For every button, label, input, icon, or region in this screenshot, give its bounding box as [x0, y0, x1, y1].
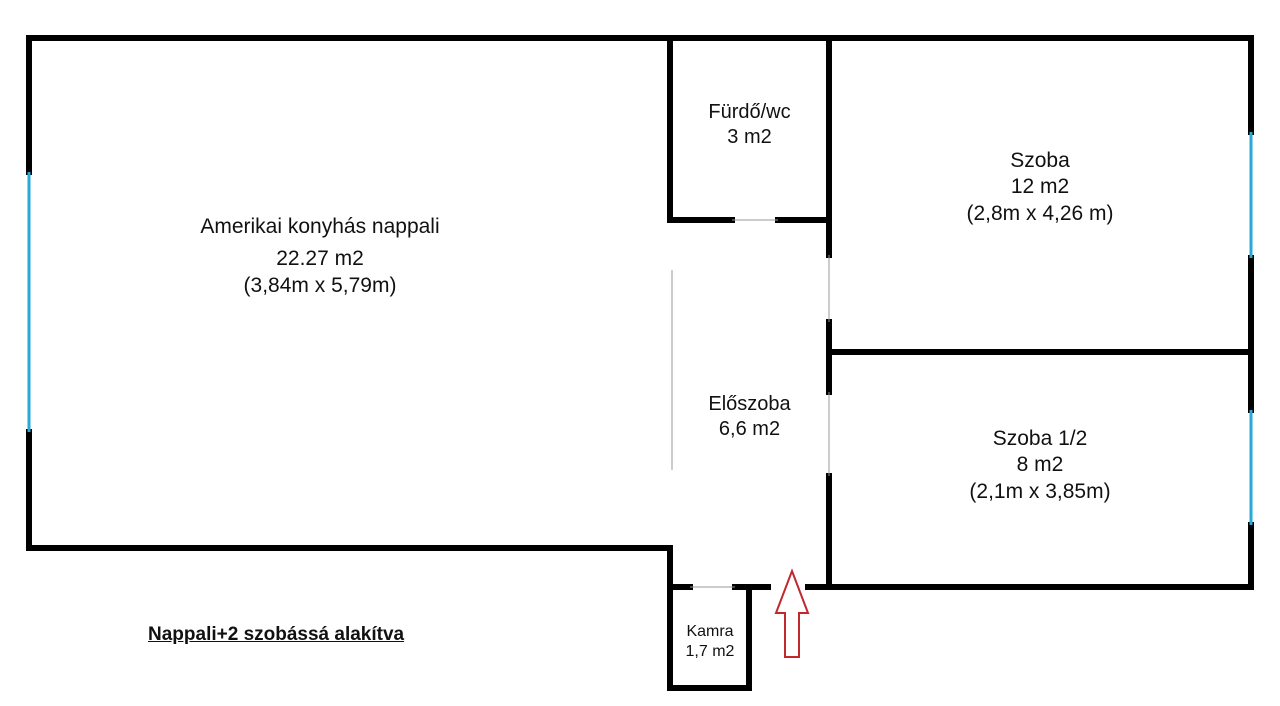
windows [27, 132, 1253, 525]
room-1-label: Szoba 12 m2 (2,8m x 4,26 m) [880, 148, 1200, 227]
room-2-dims: (2,1m x 3,85m) [969, 479, 1111, 503]
door-openings [671, 219, 830, 588]
room-living-label: Amerikai konyhás nappali 22.27 m2 (3,84m… [120, 214, 520, 299]
room-1-area: 12 m2 [1010, 175, 1070, 199]
plan-caption: Nappali+2 szobássá alakítva [148, 624, 405, 645]
room-living-area: 22.27 m2 [276, 247, 364, 271]
room-living-dims: (3,84m x 5,79m) [243, 273, 397, 297]
room-pantry-label: Kamra 1,7 m2 [673, 622, 747, 662]
room-hall-area: 6,6 m2 [718, 418, 781, 440]
room-hall-name: Előszoba [708, 393, 791, 415]
room-living-name: Amerikai konyhás nappali [200, 215, 440, 238]
entrance-arrow-icon [774, 568, 810, 658]
room-2-area: 8 m2 [1016, 453, 1064, 477]
room-1-dims: (2,8m x 4,26 m) [966, 201, 1114, 225]
room-2-name: Szoba 1/2 [992, 427, 1088, 450]
room-hall-label: Előszoba 6,6 m2 [672, 392, 827, 442]
room-bathroom-area: 3 m2 [727, 126, 772, 148]
room-bathroom-name: Fürdő/wc [708, 101, 791, 123]
room-2-label: Szoba 1/2 8 m2 (2,1m x 3,85m) [880, 426, 1200, 505]
room-1-name: Szoba [1010, 149, 1070, 172]
walls [26, 35, 1254, 691]
room-pantry-area: 1,7 m2 [685, 643, 735, 660]
room-pantry-name: Kamra [686, 623, 734, 640]
room-bathroom-label: Fürdő/wc 3 m2 [672, 100, 827, 150]
